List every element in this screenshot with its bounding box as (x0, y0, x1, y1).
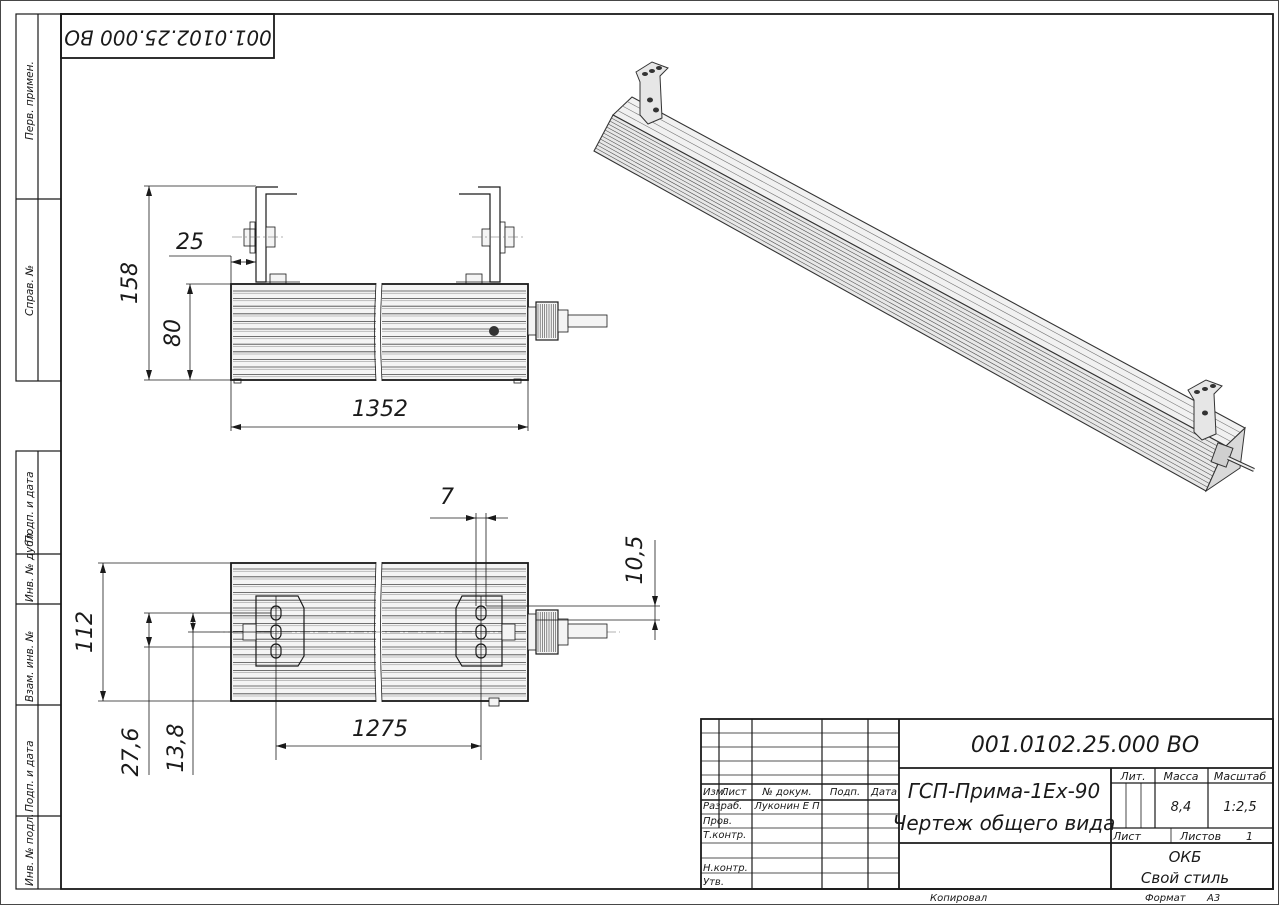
listov-label: Листов (1179, 830, 1221, 843)
isometric-view (593, 61, 1255, 493)
drawing-line (622, 105, 1236, 438)
drawing-line (609, 120, 1223, 454)
col-list: Лист (720, 787, 748, 798)
drawing-line (600, 138, 1213, 477)
listov-value: 1 (1246, 830, 1253, 843)
drawing-line (598, 141, 1212, 481)
drawing-line (627, 101, 1241, 433)
list-label: Лист (1112, 830, 1141, 843)
format-value: А3 (1206, 893, 1220, 904)
margin-label-sprav-no: Справ. № (24, 265, 36, 316)
drawing-line (603, 132, 1217, 469)
margin-label-podp-data-1: Подп. и дата (24, 471, 36, 543)
drawing-line (601, 135, 1215, 473)
massa-value: 8,4 (1171, 800, 1192, 815)
top-view: 7 10,5 112 27,6 13,8 1275 (73, 485, 660, 776)
col-no-dokum: № докум. (761, 787, 811, 798)
dim-80: 80 (161, 319, 186, 347)
dim-1275: 1275 (352, 717, 408, 742)
role-razrab: Разраб. (703, 800, 742, 812)
margin-label-inv-podl: Инв. № подл. (24, 814, 36, 886)
drawing-line (597, 144, 1210, 484)
drawing-line (604, 129, 1218, 466)
massa-label: Масса (1163, 770, 1198, 783)
title-doc-code: 001.0102.25.000 ВО (971, 733, 1199, 758)
kopiroval-label: Копировал (930, 893, 988, 904)
masshtab-value: 1:2,5 (1223, 800, 1256, 815)
corner-doc-code-box: 001.0102.25.000 ВО (60, 13, 275, 59)
dim-1352: 1352 (352, 397, 408, 422)
drawing-line (595, 147, 1208, 488)
lit-label: Лит. (1119, 770, 1145, 783)
drawing-line (617, 110, 1231, 442)
title-product-name: ГСП-Прима-1Ex-90 (908, 779, 1101, 803)
title-drawing-type: Чертеж общего вида (893, 811, 1116, 835)
developer-name: Луконин Е П (753, 801, 820, 812)
dim-27-6: 27,6 (119, 728, 144, 777)
front-view: 158 80 25 1352 (118, 185, 608, 431)
corner-doc-code: 001.0102.25.000 ВО (64, 26, 272, 50)
drawing-line (611, 117, 1225, 451)
role-nkontr: Н.контр. (703, 863, 748, 874)
format-label: Формат (1145, 893, 1187, 904)
masshtab-label: Масштаб (1214, 770, 1266, 783)
org-line2: Свой стиль (1141, 869, 1229, 887)
col-izm: Изм. (703, 787, 727, 798)
margin-label-vzam-inv: Взам. инв. № (24, 631, 36, 702)
drawing-line (608, 123, 1222, 458)
org-line1: ОКБ (1169, 848, 1202, 866)
margin-label-podp-data-2: Подп. и дата (24, 740, 36, 812)
role-tkontr: Т.контр. (703, 830, 746, 841)
dim-13-8: 13,8 (164, 724, 189, 773)
drawing-line (606, 126, 1220, 462)
margin-label-inv-dubl: Инв. № дубл. (24, 530, 36, 602)
role-prov: Пров. (703, 816, 732, 827)
dim-10-5: 10,5 (623, 536, 648, 585)
dim-158: 158 (118, 262, 143, 304)
margin-label-perv-primen: Перв. примен. (24, 61, 36, 140)
dim-25: 25 (176, 230, 204, 255)
dim-7: 7 (440, 485, 454, 510)
role-utv: Утв. (703, 877, 724, 888)
left-margin-strip: Перв. примен. Справ. № Подп. и дата Инв.… (15, 13, 62, 890)
col-podp: Подп. (830, 787, 860, 798)
title-block: 001.0102.25.000 ВО ГСП-Прима-1Ex-90 Черт… (700, 718, 1274, 890)
dim-112: 112 (73, 611, 98, 653)
col-data: Дата (870, 787, 897, 798)
